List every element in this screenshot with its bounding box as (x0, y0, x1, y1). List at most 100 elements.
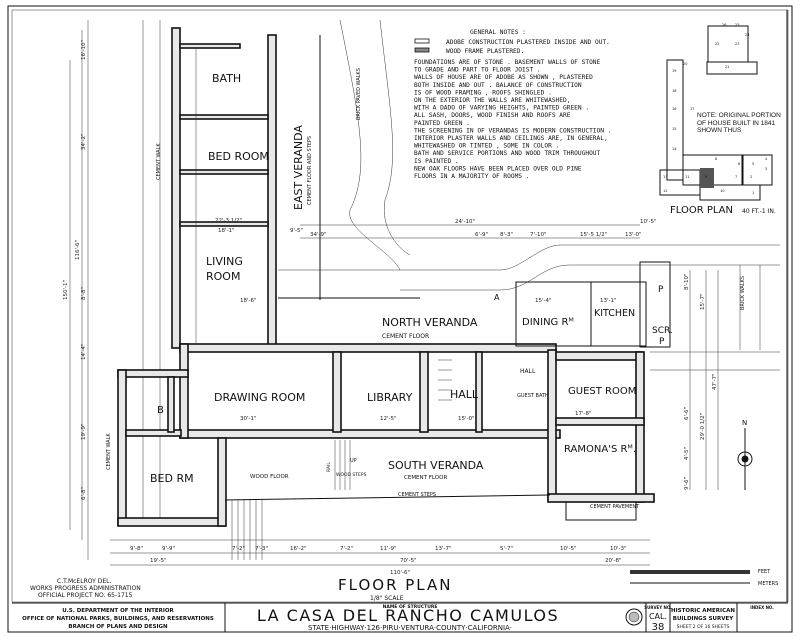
inset-room-number: 14 (672, 147, 677, 151)
sheet-title: FLOOR PLAN (338, 576, 452, 594)
room-hall-small: HALL (520, 368, 536, 375)
seal-icon (625, 608, 643, 626)
structure-location: STATE·HIGHWAY·126·PIRU·VENTURA·COUNTY·CA… (308, 624, 512, 632)
room-scr: SCR. (652, 326, 673, 336)
room-library: LIBRARY (367, 391, 413, 404)
note-line: BOTH INSIDE AND OUT . BALANCE OF CONSTRU… (414, 82, 582, 89)
dimension-interior: 30'-1" (240, 416, 257, 422)
dimension-bottom: 9'-8" (130, 546, 143, 552)
inset-room-number: 18 (672, 89, 676, 93)
inset-room-number: 15 (672, 127, 676, 131)
cement-walk-label: CEMENT WALK (156, 143, 162, 180)
north-veranda-sub: CEMENT FLOOR (382, 333, 429, 340)
cement-steps-label: CEMENT STEPS (398, 492, 436, 498)
legend-wood-frame: WOOD FRAME PLASTERED. (446, 48, 524, 55)
dimension-right: 8'-10" (684, 273, 690, 290)
inset-room-number: 26 (722, 23, 726, 27)
structure-name: LA CASA DEL RANCHO CAMULOS (257, 606, 559, 625)
room-b: B (157, 405, 164, 416)
dimension-bottom: 5'-7" (500, 546, 513, 552)
note-line: IS PAINTED . (414, 158, 459, 165)
inset-room-number: 4 (765, 157, 768, 161)
inset-room-number: 7 (735, 175, 737, 179)
inset-room-number: 6 (738, 162, 740, 166)
dimension-top: 7'-10" (530, 232, 547, 238)
room-living-2: ROOM (206, 270, 240, 283)
inset-room-number: 23 (735, 42, 739, 46)
sheet-scale: 1/8" SCALE (370, 595, 404, 602)
up-label: UP (350, 458, 357, 464)
dimension-interior: 22'-3 1/2" (215, 218, 242, 224)
dimension-right: 15'-7" (700, 293, 706, 310)
dimension-right: 29'-0 1/2" (700, 413, 706, 440)
adobe-legend-swatch (414, 38, 430, 44)
note-line: PAINTED GREEN . (414, 120, 470, 127)
room-living: LIVING (206, 255, 243, 268)
rail-label: RAIL (326, 462, 332, 472)
scale-bar: FEET METERS (630, 569, 778, 587)
dimension-bottom: 10'-3" (610, 546, 627, 552)
dimension-right: 6'-6" (684, 407, 690, 420)
dept-line-3: BRANCH OF PLANS AND DESIGN (68, 624, 168, 630)
note-line: WITH A DADO OF VARYING HEIGHTS, PAINTED … (414, 105, 589, 112)
dimension-interior: 9'-5" (290, 228, 303, 234)
room-scr-p: P (659, 337, 665, 347)
note-line: INTERIOR PLASTER WALLS AND CEILINGS ARE,… (414, 135, 608, 142)
dimension-left: 34'-2" (81, 133, 87, 150)
note-line: WALLS OF HOUSE ARE OF ADOBE AS SHOWN , P… (414, 74, 593, 81)
note-line: FLOORS IN A MAJORITY OF ROOMS . (414, 173, 529, 180)
brick-walks-label: BRICK WALKS (740, 276, 746, 310)
dimension-total: 19'-5" (150, 558, 167, 564)
dimension-left: 8'-8" (81, 287, 87, 300)
habs-line-2: BUILDINGS SURVEY (673, 616, 734, 622)
dimension-top: 34'-9" (310, 232, 327, 238)
survey-label: SURVEY NO. (644, 605, 672, 610)
note-line: ALL SASH, DOORS, WOOD FINISH AND ROOFS A… (414, 112, 571, 119)
dimension-interior: 18'-6" (240, 298, 257, 304)
room-bath: BATH (212, 72, 241, 85)
south-veranda-sub: CEMENT FLOOR (404, 475, 447, 481)
dimension-bottom: 16'-2" (290, 546, 307, 552)
habs-line-1: HISTORIC AMERICAN (671, 608, 735, 614)
dimension-interior: 15'-4" (535, 298, 552, 304)
inset-room-number: 13 (663, 175, 667, 179)
inset-scale: 40 FT.-1 IN. (742, 208, 776, 215)
dept-line-1: U.S. DEPARTMENT OF THE INTERIOR (62, 608, 174, 614)
dimension-top: 6'-9" (475, 232, 488, 238)
inset-room-number: 9 (705, 175, 707, 179)
dimension-interior: 18'-1" (218, 228, 235, 234)
room-drawing: DRAWING ROOM (214, 391, 305, 404)
dimension-left: 116'-6" (75, 240, 81, 260)
inset-note: NOTE: ORIGINAL PORTION OF HOUSE BUILT IN… (697, 112, 781, 134)
north-wing (171, 27, 277, 349)
note-line: BATH AND SERVICE PORTIONS AND WOOD TRIM … (414, 150, 601, 157)
legend-adobe: ADOBE CONSTRUCTION PLASTERED INSIDE AND … (446, 39, 610, 46)
inset-room-number: 10 (720, 189, 724, 193)
inset-room-number: 1 (752, 191, 754, 195)
section-marker-a: A (494, 293, 500, 302)
inset-room-number: 19 (672, 69, 676, 73)
compass-label: N (742, 419, 747, 427)
inset-room-number: 17 (690, 107, 694, 111)
dimension-top: 8'-3" (500, 232, 513, 238)
inner-border (11, 9, 789, 603)
dimension-bottom: 10'-5" (560, 546, 577, 552)
dimension-right: 47'-7" (712, 373, 718, 390)
inset-room-number: 22 (715, 42, 719, 46)
dimension-total: 20'-8" (605, 558, 622, 564)
dimension-interior: 15'-0" (458, 416, 475, 422)
notes-heading: GENERAL NOTES : (470, 29, 526, 36)
room-kitchen: KITCHEN (594, 308, 635, 319)
room-north-veranda: NORTH VERANDA (382, 316, 478, 329)
dimension-right: 9'-6" (684, 477, 690, 490)
inset-room-number: 5 (752, 162, 754, 166)
index-label: INDEX NO. (750, 605, 774, 610)
dimension-right: 4'-5" (684, 447, 690, 460)
dimension-interior: 12'-5" (380, 416, 397, 422)
brick-paved-walks-label: BRICK PAVED WALKS (356, 68, 362, 120)
note-line: ON THE EXTERIOR THE WALLS ARE WHITEWASHE… (414, 97, 570, 104)
dimension-left: 16'-10" (81, 40, 87, 60)
inset-room-number: 16 (672, 107, 676, 111)
dimension-top: 10'-5" (640, 219, 657, 225)
room-hall: HALL (450, 388, 479, 401)
